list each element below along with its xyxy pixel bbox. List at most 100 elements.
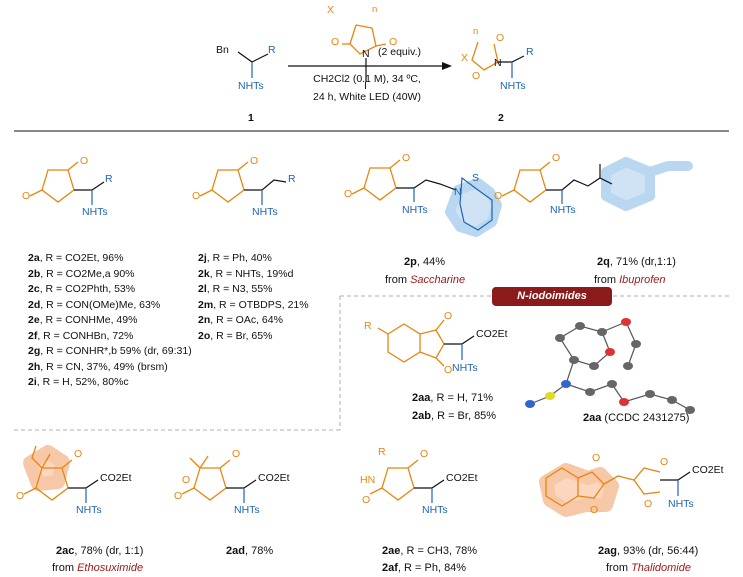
entry-2l: 2l, R = N3, 55%	[198, 283, 273, 295]
atom-nhts: NHTs	[452, 362, 478, 374]
atom-nhts: NHTs	[402, 204, 428, 216]
caption-2q: 2q, 71% (dr,1:1)	[597, 256, 676, 268]
product-x: X	[461, 52, 469, 64]
atom-r: R	[105, 173, 113, 185]
atom-nhts: NHTs	[422, 504, 448, 516]
atom-o: O	[660, 456, 669, 468]
atom-co2et: CO2Et	[100, 472, 132, 484]
atom-co2et: CO2Et	[692, 464, 724, 476]
atom-o: O	[174, 490, 183, 502]
atom-o: O	[644, 498, 653, 510]
entry-2c: 2c, R = CO2Phth, 53%	[28, 283, 136, 295]
crystal-atoms	[525, 318, 695, 414]
product-n-index: n	[473, 26, 479, 37]
source-2ag: from Thalidomide	[606, 562, 691, 574]
atom-co2et: CO2Et	[476, 328, 508, 340]
caption-2ae: 2ae, R = CH3, 78%	[382, 545, 478, 557]
reagent-structure	[342, 24, 387, 55]
ethosuximide-2ac	[23, 445, 73, 501]
reagent-iodine: I	[364, 80, 367, 92]
atom-co2et: CO2Et	[446, 472, 478, 484]
source-2p: from Saccharine	[385, 274, 466, 286]
entry-2e: 2e, R = CONHMe, 49%	[28, 314, 138, 326]
atom-o: O	[22, 190, 31, 202]
entries-2a-2i: 2a, R = CO2Et, 96% 2b, R = CO2Me,a 90% 2…	[28, 252, 192, 392]
atom-nhts: NHTs	[550, 204, 576, 216]
atom-o: O	[232, 448, 241, 460]
atom-co2et: CO2Et	[258, 472, 290, 484]
highlights	[23, 157, 693, 517]
succinimide-2q	[501, 161, 551, 203]
reagent-equiv: (2 equiv.)	[378, 46, 421, 58]
succinimide-2a	[29, 161, 79, 203]
conditions-line-2: 24 h, White LED (40W)	[313, 91, 421, 103]
substrate-number: 1	[248, 112, 254, 124]
atom-nhts: NHTs	[252, 206, 278, 218]
caption-2aa: 2aa, R = H, 71%	[412, 392, 494, 404]
atom-o: O	[444, 364, 453, 376]
substrate-bn: Bn	[216, 44, 229, 56]
atom-o: O	[552, 152, 561, 164]
atom-o: O	[362, 494, 371, 506]
succinimide-2j	[199, 161, 249, 203]
entry-2g: 2g, R = CONHR*,b 59% (dr, 69:31)	[28, 345, 192, 357]
entry-2n: 2n, R = OAc, 64%	[198, 314, 283, 326]
reagent-n: N	[362, 48, 370, 60]
atom-s: S	[472, 172, 480, 184]
source-2ac: from Ethosuximide	[52, 562, 144, 574]
atom-n: N	[454, 186, 462, 198]
source-2q: from Ibuprofen	[594, 274, 666, 286]
substrate-nhts: NHTs	[238, 80, 264, 92]
entry-2h: 2h, R = CN, 37%, 49% (brsm)	[28, 360, 168, 373]
hydantoin-2ae	[369, 459, 419, 501]
thalidomide-highlight	[539, 463, 619, 517]
atom-o: O	[402, 152, 411, 164]
substrate-structure	[237, 51, 269, 78]
reagent-x: X	[327, 4, 335, 16]
entry-2i: 2i, R = H, 52%, 80%c	[28, 376, 129, 388]
entry-2b: 2b, R = CO2Me,a 90%	[28, 267, 135, 280]
oxazolidinedione-2ad	[181, 455, 231, 501]
atom-o: O	[16, 490, 25, 502]
product-structure	[471, 41, 499, 71]
atom-o: O	[250, 155, 259, 167]
atom-hn: HN	[360, 474, 376, 486]
atom-o: O	[80, 155, 89, 167]
atom-o: O	[494, 190, 503, 202]
entry-2f: 2f, R = CONHBn, 72%	[28, 329, 134, 342]
thalidomide-2ag	[545, 467, 661, 507]
atom-r: R	[288, 173, 296, 185]
conditions-line-1: CH2Cl2 (0.1 M), 34 ºC,	[313, 73, 421, 85]
reagent-o2: O	[389, 36, 398, 48]
atom-o: O	[420, 448, 429, 460]
entry-2j: 2j, R = Ph, 40%	[198, 252, 272, 264]
n-iodoimides-badge: N-iodoimides	[492, 287, 612, 306]
entries-2j-2o: 2j, R = Ph, 40% 2k, R = NHTs, 19%d 2l, R…	[198, 252, 309, 345]
ibuprofen-highlight	[601, 157, 693, 211]
atom-o: O	[444, 310, 453, 322]
caption-2ab: 2ab, R = Br, 85%	[412, 410, 497, 422]
phthalimide-2aa	[377, 319, 445, 367]
product-number: 2	[498, 112, 504, 124]
reagent-n-index: n	[372, 4, 378, 15]
product-o1: O	[496, 32, 505, 44]
caption-2af: 2af, R = Ph, 84%	[382, 562, 467, 574]
product-o2: O	[472, 70, 481, 82]
entry-2o: 2o, R = Br, 65%	[198, 329, 273, 342]
product-r: R	[526, 46, 534, 58]
atom-r: R	[378, 446, 386, 458]
reaction-arrow	[288, 62, 452, 70]
atom-nhts: NHTs	[234, 504, 260, 516]
entry-2a: 2a, R = CO2Et, 96%	[28, 252, 124, 264]
entry-2d: 2d, R = CON(OMe)Me, 63%	[28, 298, 161, 311]
atom-nhts: NHTs	[76, 504, 102, 516]
atom-o: O	[344, 188, 353, 200]
atom-o: O	[182, 474, 191, 486]
product-nhts: NHTs	[500, 80, 526, 92]
caption-2p: 2p, 44%	[404, 256, 445, 268]
entry-2k: 2k, R = NHTs, 19%d	[198, 267, 294, 280]
caption-2ac: 2ac, 78% (dr, 1:1)	[56, 545, 144, 557]
caption-crystal: 2aa (CCDC 2431275)	[583, 412, 690, 424]
atom-o: O	[74, 448, 83, 460]
